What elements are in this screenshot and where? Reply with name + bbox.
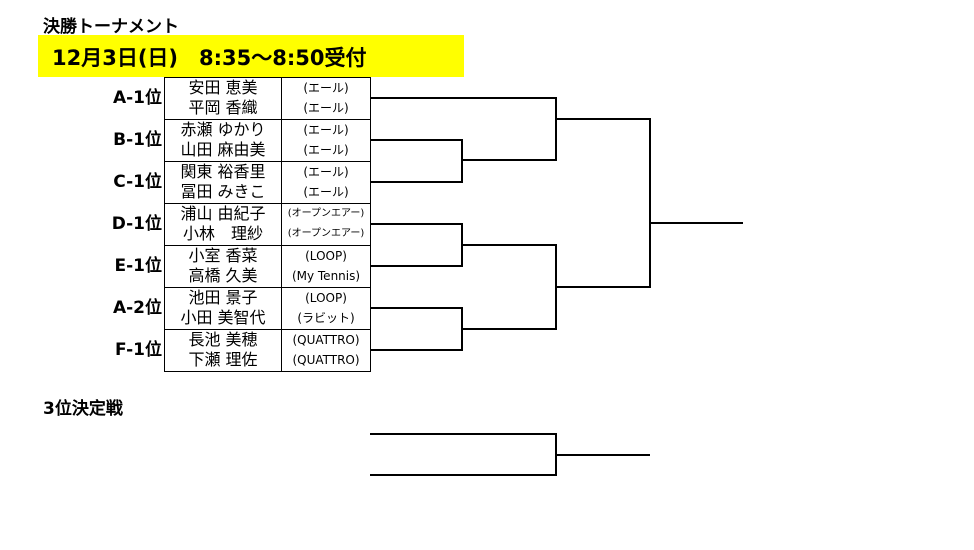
player-name: 赤瀬 ゆかり [180, 120, 266, 139]
player-name: 山田 麻由美 [180, 140, 266, 159]
club-cell: (オープンエアー) (オープンエアー) [281, 203, 371, 246]
club-cell: (LOOP) (My Tennis) [281, 245, 371, 288]
team-row: 赤瀬 ゆかり 山田 麻由美 (エール) (エール) [164, 119, 371, 162]
club-name: (ラビット) [297, 311, 355, 325]
player-name: 小田 美智代 [180, 308, 266, 327]
player-name: 平岡 香織 [188, 98, 258, 117]
bracket-line-d1-e1 [370, 223, 463, 267]
player-names-cell: 小室 香菜 高橋 久美 [164, 245, 282, 288]
seed-label: E-1位 [114, 256, 163, 276]
club-cell: (エール) (エール) [281, 161, 371, 204]
club-cell: (エール) (エール) [281, 77, 371, 120]
club-name: (オープンエアー) [287, 228, 365, 239]
player-name: 高橋 久美 [188, 266, 258, 285]
bracket-line-third-place [370, 433, 557, 476]
seed-label: D-1位 [111, 214, 162, 234]
player-names-cell: 池田 景子 小田 美智代 [164, 287, 282, 330]
club-name: (エール) [303, 101, 349, 115]
club-cell: (LOOP) (ラビット) [281, 287, 371, 330]
date-banner-text: 12月3日(日) 8:35～8:50受付 [52, 46, 367, 70]
club-name: (QUATTRO) [292, 333, 360, 347]
club-name: (LOOP) [305, 291, 347, 305]
player-names-cell: 浦山 由紀子 小林 理紗 [164, 203, 282, 246]
player-name: 小林 理紗 [182, 224, 263, 243]
seed-label: A-2位 [112, 298, 162, 318]
club-name: (エール) [303, 165, 349, 179]
club-name: (エール) [303, 185, 349, 199]
player-name: 冨田 みきこ [180, 182, 266, 201]
player-name: 浦山 由紀子 [180, 204, 266, 223]
player-name: 長池 美穂 [188, 330, 258, 349]
team-row: 池田 景子 小田 美智代 (LOOP) (ラビット) [164, 287, 371, 330]
club-name: (オープンエアー) [287, 208, 365, 219]
club-name: (My Tennis) [291, 269, 361, 283]
bracket-line-a1 [370, 97, 557, 161]
team-table: 安田 恵美 平岡 香織 (エール) (エール) 赤瀬 ゆかり 山田 麻由美 (エ… [164, 77, 371, 372]
club-name: (QUATTRO) [292, 353, 360, 367]
player-name: 下瀬 理佐 [188, 350, 258, 369]
date-banner: 12月3日(日) 8:35～8:50受付 [38, 35, 464, 77]
player-names-cell: 安田 恵美 平岡 香織 [164, 77, 282, 120]
club-name: (LOOP) [305, 249, 347, 263]
team-row: 浦山 由紀子 小林 理紗 (オープンエアー) (オープンエアー) [164, 203, 371, 246]
seed-label: A-1位 [112, 88, 162, 108]
player-name: 池田 景子 [188, 288, 258, 307]
seed-label: B-1位 [113, 130, 162, 150]
club-cell: (エール) (エール) [281, 119, 371, 162]
team-row: 関東 裕香里 冨田 みきこ (エール) (エール) [164, 161, 371, 204]
tournament-title: 決勝トーナメント [43, 17, 179, 37]
player-names-cell: 長池 美穂 下瀬 理佐 [164, 329, 282, 372]
bracket-line-semifinal-2 [462, 244, 557, 330]
player-names-cell: 赤瀬 ゆかり 山田 麻由美 [164, 119, 282, 162]
seed-label: C-1位 [113, 172, 162, 192]
bracket-line-final [556, 118, 651, 288]
club-name: (エール) [303, 123, 349, 137]
player-name: 小室 香菜 [188, 246, 258, 265]
player-name: 安田 恵美 [188, 78, 258, 97]
club-cell: (QUATTRO) (QUATTRO) [281, 329, 371, 372]
player-name: 関東 裕香里 [180, 162, 266, 181]
club-name: (エール) [303, 143, 349, 157]
club-name: (エール) [303, 81, 349, 95]
team-row: 安田 恵美 平岡 香織 (エール) (エール) [164, 77, 371, 120]
team-row: 長池 美穂 下瀬 理佐 (QUATTRO) (QUATTRO) [164, 329, 371, 372]
third-place-label: 3位決定戦 [43, 399, 123, 419]
bracket-line-a2-f1 [370, 307, 463, 351]
team-row: 小室 香菜 高橋 久美 (LOOP) (My Tennis) [164, 245, 371, 288]
seed-label: F-1位 [115, 340, 162, 360]
bracket-line-b1-c1 [370, 139, 463, 183]
